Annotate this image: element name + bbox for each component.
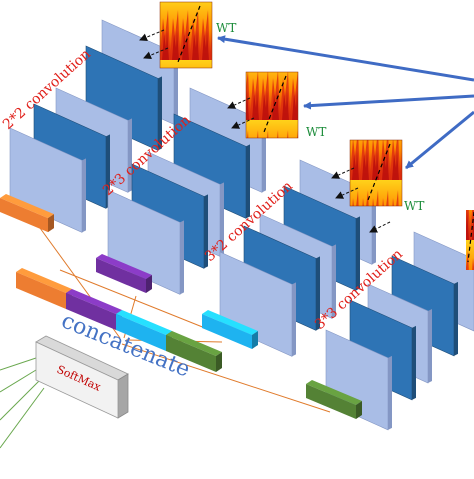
wt-label-3: WT: [404, 199, 424, 213]
line-8: [0, 379, 41, 421]
wavelet-heatmap-icon: [349, 139, 403, 207]
wt-label-1: WT: [216, 21, 236, 35]
pooled-vector-3x3: [306, 380, 362, 419]
wavelet-heatmap-icon: [466, 210, 474, 270]
blue-arrow-1: [217, 35, 474, 82]
input-arrows: [217, 35, 474, 170]
line-4: [121, 343, 331, 413]
concat-segment-green: [166, 331, 222, 372]
pooled-vector-3x2: [202, 310, 258, 349]
line-6: [0, 357, 37, 371]
line-5: [59, 269, 211, 331]
wavelet-heatmap-icon: [159, 1, 213, 69]
wt-label-2: WT: [306, 125, 326, 139]
concat-segment-orange: [16, 268, 72, 309]
wavelet-heatmap-icon: [245, 71, 299, 139]
concatenated-vector: [16, 268, 222, 372]
blue-arrow-3: [405, 110, 474, 170]
pooled-vector-2x2: [0, 194, 54, 233]
blue-arrow-2: [303, 94, 474, 110]
conv-2x3-feature-maps: [107, 87, 266, 295]
feature-vector-bars: [0, 194, 362, 419]
line-9: [0, 387, 45, 449]
pooled-vector-2x3: [96, 254, 152, 293]
softmax-box: SoftMax: [35, 335, 129, 419]
dashed-input-arrows: [139, 29, 391, 233]
conv-2x2-feature-maps: [9, 19, 178, 233]
feature-map-plates: [9, 19, 474, 431]
line-7: [0, 369, 37, 393]
